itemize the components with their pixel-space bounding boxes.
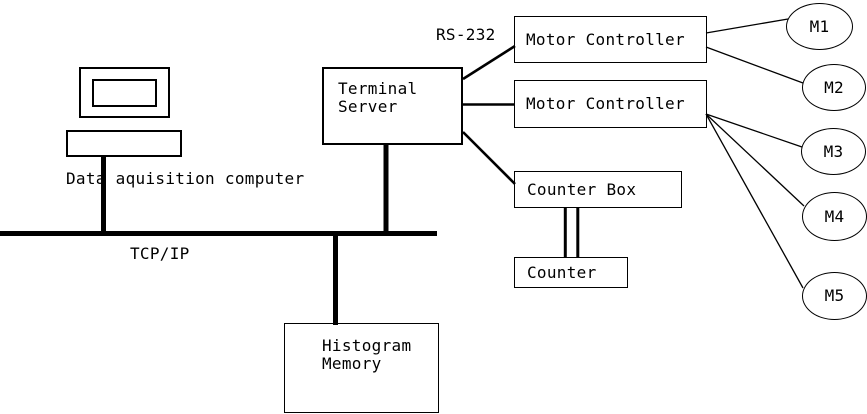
counter-label: Counter [527,262,597,282]
motor-m4-label: M4 [824,206,845,226]
edge-ts-to-counter-box [462,131,516,185]
motor-m5-ellipse: M5 [802,272,867,320]
edge-mc2-to-m5 [705,113,804,289]
edge-mc2-to-m3 [705,113,803,148]
counter-box: Counter [514,257,628,288]
motor-m3-ellipse: M3 [801,128,866,175]
motor-controller-1-label: Motor Controller [526,29,685,49]
edge-mc1-to-m1 [705,18,789,34]
motor-controller-1-box: Motor Controller [514,16,707,63]
motor-controller-2-box: Motor Controller [514,80,707,128]
edge-ts-to-mc1-rs232 [462,44,516,81]
motor-controller-2-label: Motor Controller [526,94,685,113]
counter-box-box: Counter Box [514,171,682,208]
edge-mc1-to-m2 [705,46,804,84]
motor-m4-ellipse: M4 [802,192,867,241]
histogram-memory-box: Histogram Memory [284,323,439,413]
rs-232-link-label: RS-232 [436,25,496,44]
motor-m2-ellipse: M2 [802,64,866,111]
tcp-ip-bus-label: TCP/IP [130,244,190,263]
motor-m2-label: M2 [824,77,844,97]
motor-m5-label: M5 [824,286,845,305]
histogram-memory-label: Histogram Memory [322,336,412,373]
motor-m1-label: M1 [809,16,830,36]
terminal-server-box: Terminal Server [322,67,463,145]
terminal-server-label: Terminal Server [338,79,418,116]
daq-computer-label: Data aquisition computer [66,169,305,188]
computer-screen-icon [92,79,157,107]
computer-keyboard-icon [66,130,182,157]
edge-mc2-to-m4 [705,113,805,207]
counter-box-label: Counter Box [527,179,637,199]
motor-m1-ellipse: M1 [786,3,853,50]
motor-m3-label: M3 [823,141,844,161]
